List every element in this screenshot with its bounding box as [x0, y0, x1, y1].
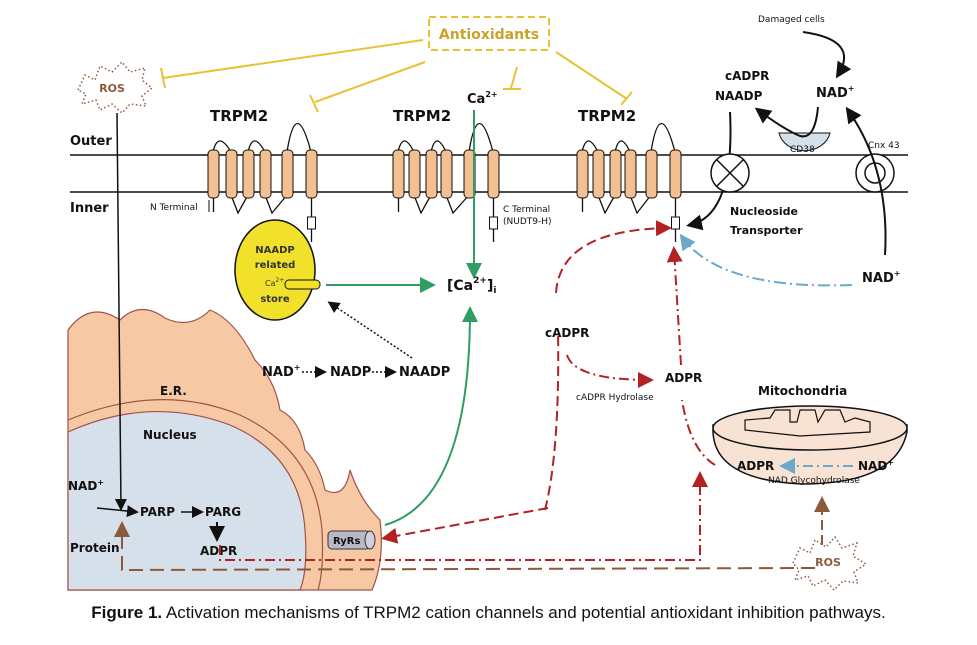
nad-nucleus-label: NAD+: [68, 478, 104, 493]
ros-label-top: ROS: [99, 82, 125, 95]
n-terminal-label: N Terminal: [150, 203, 198, 213]
mitochondrion: [712, 405, 908, 485]
svg-text:ROS: ROS: [815, 556, 841, 569]
adpr-mid-label: ADPR: [665, 371, 702, 385]
inner-label: Inner: [70, 201, 109, 216]
cadpr-to-trpm2-path: [555, 220, 672, 294]
ros-cloud-top: ROS: [77, 60, 154, 115]
nad-conversion-chain: NAD+ NADP NAADP: [262, 363, 450, 380]
cadpr-hydrolase-label: cADPR Hydrolase: [576, 393, 654, 403]
cd38-enzyme: CD38: [778, 132, 831, 155]
cadpr-top-label: cADPR: [725, 69, 769, 83]
svg-text:related: related: [255, 260, 296, 271]
transmembrane-segment: [592, 149, 605, 199]
nudt9-label: (NUDT9-H): [503, 217, 552, 227]
cadpr-rise-path: [544, 329, 560, 511]
transmembrane-segment: [259, 149, 272, 199]
connexin-43: [855, 153, 895, 193]
cnx43-label: Cnx 43: [868, 141, 900, 151]
ryrs-channel: RyRs: [327, 530, 376, 550]
naadp-to-store-arrow: [327, 301, 413, 359]
naadp-top-label: NAADP: [715, 89, 763, 103]
nudt9-domain: [671, 216, 680, 230]
transmembrane-segment: [440, 149, 453, 199]
trpm2-channel-3: [576, 122, 682, 242]
svg-text:NADP: NADP: [330, 365, 371, 380]
svg-text:store: store: [260, 294, 290, 305]
svg-text:RyRs: RyRs: [333, 536, 360, 547]
nudt9-domain: [307, 216, 316, 230]
trpm2-channels: [207, 122, 682, 242]
figure-caption-text: Activation mechanisms of TRPM2 cation ch…: [162, 603, 886, 622]
trpm2-channel-2: [392, 122, 500, 242]
trpm2-label-2: TRPM2: [393, 107, 451, 125]
nad-right-label: NAD+: [862, 269, 900, 286]
mito-adpr-path: [681, 399, 716, 466]
transmembrane-segment: [609, 149, 622, 199]
ryrs-to-ca-arrow: [384, 306, 478, 526]
trpm2-pathway-diagram: Outer Inner TRPM2 TRPM2 TRPM2 N Terminal…: [67, 15, 908, 592]
transmembrane-segment: [305, 149, 318, 199]
transmembrane-segment: [242, 149, 255, 199]
nad-glycohydrolase-label: NAD Glycohydrolase: [768, 476, 860, 486]
nucleoside-label-2: Transporter: [730, 224, 803, 237]
transmembrane-segment: [281, 149, 294, 199]
trpm2-label-3: TRPM2: [578, 107, 636, 125]
trpm2-label-1: TRPM2: [210, 107, 268, 125]
nad-top-label: NAD+: [816, 84, 854, 101]
cadpr-hydrolase-path: [566, 354, 654, 388]
svg-text:CD38: CD38: [790, 145, 815, 155]
transmembrane-segment: [425, 149, 438, 199]
c-terminal-label: C Terminal: [503, 205, 550, 215]
parg-label: PARG: [205, 505, 241, 519]
ca-i-label: [Ca2+]i: [447, 276, 496, 296]
ca-ext-label: Ca2+: [467, 90, 498, 107]
outer-label: Outer: [70, 134, 112, 149]
svg-text:Ca2+: Ca2+: [265, 277, 284, 288]
nad-to-trpm2-path: [679, 233, 853, 287]
figure-caption: Figure 1. Activation mechanisms of TRPM2…: [0, 603, 977, 623]
transmembrane-segment: [576, 149, 589, 199]
naadp-calcium-store: NAADP related Ca2+ store: [234, 219, 321, 321]
transmembrane-segment: [487, 149, 500, 199]
adpr-nucleus-label: ADPR: [200, 544, 237, 558]
nudt9-domain: [489, 216, 498, 230]
antioxidant-inhibition-lines: [160, 39, 633, 113]
adpr-to-trpm2-path: [666, 246, 683, 366]
transmembrane-segment: [408, 149, 421, 199]
transmembrane-segment: [645, 149, 658, 199]
figure-caption-label: Figure 1.: [91, 603, 163, 622]
ros-to-parp-arrow: [114, 112, 127, 511]
transmembrane-segment: [624, 149, 637, 199]
transmembrane-segment: [669, 149, 682, 199]
protein-label: Protein: [70, 541, 120, 555]
svg-text:NAD+: NAD+: [262, 363, 300, 380]
damaged-cells-label: Damaged cells: [758, 15, 825, 25]
trpm2-channel-1: [207, 122, 318, 242]
adpr-mito-label: ADPR: [737, 459, 774, 473]
nucleoside-label-1: Nucleoside: [730, 205, 798, 218]
antioxidants-label: Antioxidants: [439, 27, 539, 43]
mitochondria-label: Mitochondria: [758, 384, 847, 398]
svg-text:NAADP: NAADP: [255, 245, 294, 256]
parp-label: PARP: [140, 505, 175, 519]
nad-mito-label: NAD+: [858, 458, 894, 473]
cadpr-mid-label: cADPR: [545, 326, 589, 340]
ros-to-parp-path: [114, 521, 816, 572]
nad-cnx43-arrow: [845, 106, 887, 256]
transmembrane-segment: [392, 149, 405, 199]
transmembrane-segment: [225, 149, 238, 199]
ros-cloud-bottom: ROS: [792, 535, 868, 592]
adpr-red-path-bottom: [219, 471, 708, 561]
svg-text:NAADP: NAADP: [399, 365, 450, 380]
antioxidants-box: Antioxidants: [428, 16, 550, 51]
nucleoside-transporter: [710, 153, 750, 193]
transmembrane-segment: [207, 149, 220, 199]
cadpr-to-ryrs-path: [381, 507, 549, 544]
nucleus-label: Nucleus: [143, 428, 197, 442]
nucleus: [67, 399, 324, 591]
er-label: E.R.: [160, 384, 187, 398]
